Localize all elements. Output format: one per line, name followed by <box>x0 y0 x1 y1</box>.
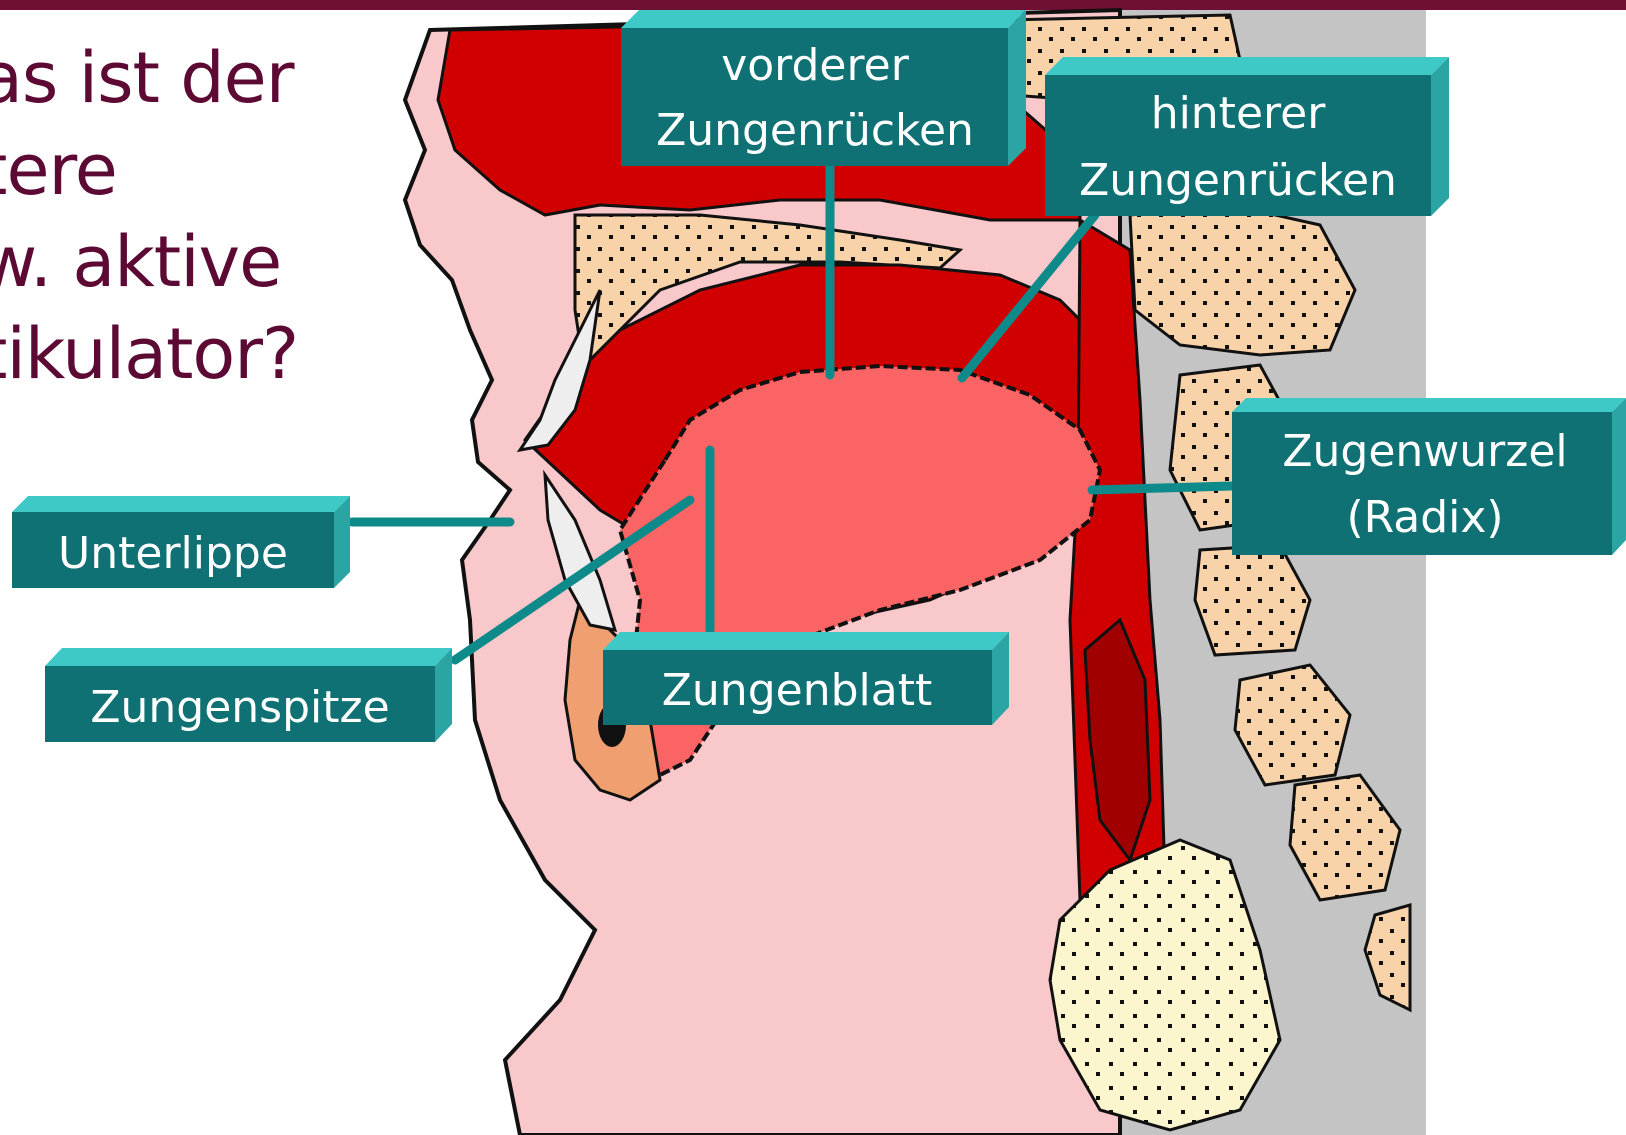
label-zungenwurzel-line2: (Radix) <box>1346 492 1503 543</box>
label-hinterer-zungenruecken: hinterer Zungenrücken <box>1045 57 1449 216</box>
label-unterlippe-text: Unterlippe <box>58 528 288 579</box>
label-vorderer-zungenruecken: vorderer Zungenrücken <box>621 10 1026 166</box>
label-zungenwurzel-line1: Zugenwurzel <box>1282 426 1567 477</box>
label-hinterer-line1: hinterer <box>1151 88 1327 139</box>
label-vorderer-line1: vorderer <box>721 40 909 91</box>
leader-zungenwurzel <box>1092 486 1232 490</box>
vertebra-1 <box>1130 205 1355 355</box>
label-unterlippe: Unterlippe <box>12 496 350 588</box>
label-zungenwurzel: Zugenwurzel (Radix) <box>1232 398 1626 555</box>
label-zungenspitze-text: Zungenspitze <box>90 682 389 733</box>
label-zungenblatt: Zungenblatt <box>603 632 1009 725</box>
label-zungenblatt-text: Zungenblatt <box>662 665 932 716</box>
label-hinterer-line2: Zungenrücken <box>1079 155 1397 206</box>
label-vorderer-line2: Zungenrücken <box>656 105 974 156</box>
label-zungenspitze: Zungenspitze <box>45 648 452 742</box>
